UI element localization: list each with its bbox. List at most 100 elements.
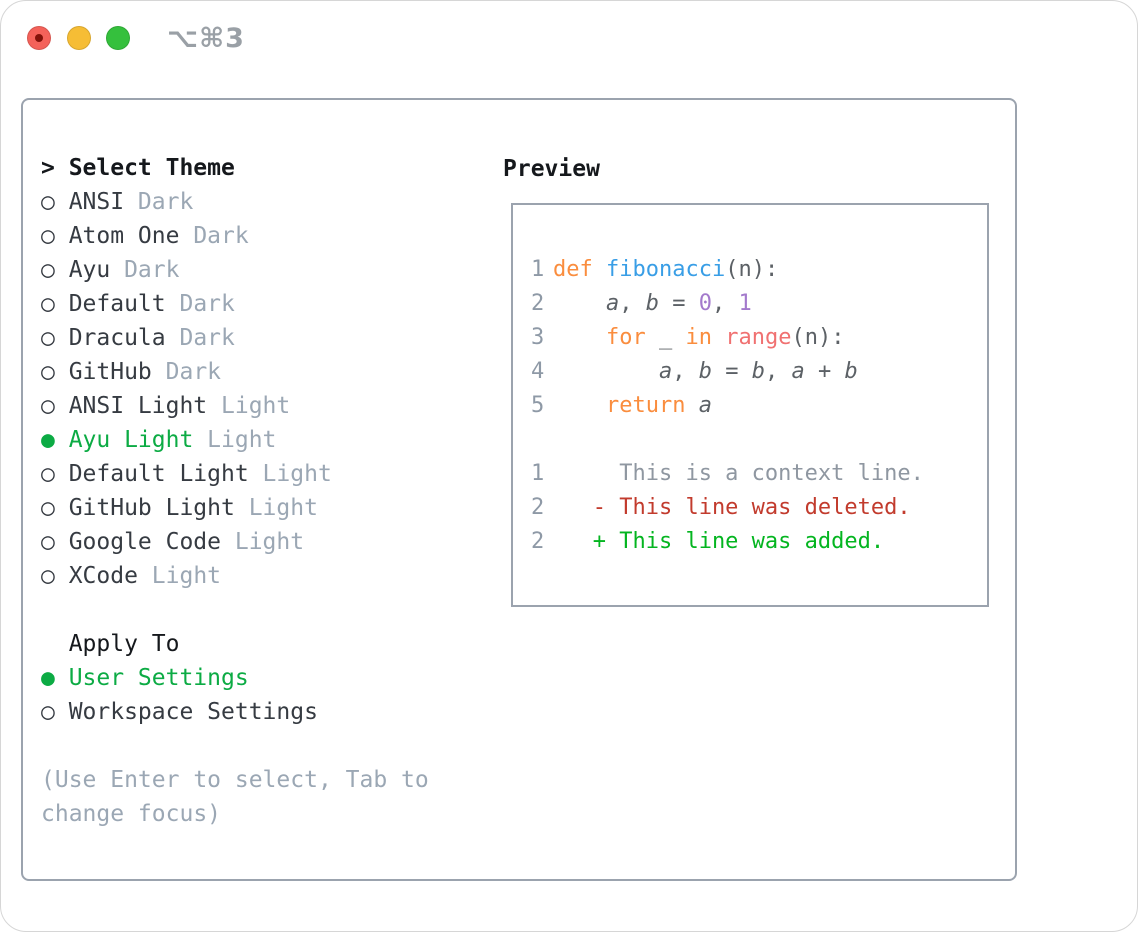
prompt-caret-icon: > [41,155,55,181]
theme-option[interactable]: ○ANSI Light Light [41,389,332,423]
theme-option[interactable]: ○XCode Light [41,559,332,593]
line-number: 1 [531,257,545,282]
radio-icon: ○ [41,359,55,385]
theme-option-variant: Dark [151,359,222,385]
theme-option[interactable]: ○Ayu Dark [41,253,332,287]
code-token-keyword: return [605,393,686,418]
code-token-number: 0 [698,291,712,316]
theme-option[interactable]: ○ GitHub Dark [41,355,332,389]
line-number: 3 [531,325,545,350]
close-button[interactable] [27,26,51,50]
code-token-var: a [791,359,805,384]
code-line: 2 + This line was added. [531,525,924,559]
code-token-var: b [751,359,765,384]
code-token-special: range [725,325,792,350]
theme-option-variant: Dark [124,189,194,215]
code-token-text: , [672,359,699,384]
theme-option-variant: Light [137,563,222,589]
code-token-text [553,325,606,350]
code-line: 2 a, b = 0, 1 [531,287,924,321]
selected-radio-icon: ● [41,427,55,453]
line-number: 2 [531,495,545,520]
code-line [531,423,924,457]
code-token-text: + [804,359,845,384]
code-token-var: b [645,291,659,316]
radio-icon: ○ [41,461,55,487]
theme-option-name: Atom One [68,223,180,249]
radio-icon: ○ [41,495,55,521]
line-number: 2 [531,291,545,316]
code-token-added: + This line was added. [553,529,885,554]
code-token-text: _ [645,325,686,350]
code-token-text [553,393,606,418]
theme-option-name: Google Code [68,529,222,555]
theme-option[interactable]: ○ Default Light Light [41,457,332,491]
theme-option[interactable]: ●Ayu Light Light [41,423,332,457]
code-token-function: fibonacci [606,257,726,282]
window-titlebar: ⌥⌘3 [1,1,1137,76]
radio-icon: ○ [41,189,55,215]
radio-icon: ○ [41,325,55,351]
theme-option[interactable]: ○ Google Code Light [41,525,332,559]
code-line: 1 This is a context line. [531,457,924,491]
code-token-text [593,257,606,282]
selected-radio-icon: ● [41,665,55,691]
radio-icon: ○ [41,393,55,419]
code-token-text [685,393,698,418]
theme-option-name: XCode [68,563,138,589]
theme-option-variant: Dark [165,325,235,351]
theme-option-name: Dracula [68,325,166,351]
code-token-text: = [711,359,752,384]
theme-option-name: Default [68,291,166,317]
hint-line-2: change focus) [41,801,222,827]
code-token-text: , [711,291,739,316]
apply-to-option-label: User Settings [68,665,249,691]
code-token-deleted: - This line was deleted. [553,495,911,520]
radio-icon: ○ [41,699,55,725]
theme-option-name: GitHub Light [68,495,235,521]
minimize-button[interactable] [67,26,91,50]
theme-list-title: Select Theme [68,155,235,181]
theme-option[interactable]: ○ Dracula Dark [41,321,332,355]
theme-option-name: Default Light [68,461,249,487]
theme-option-variant: Light [248,461,332,487]
theme-option[interactable]: ○ Default Dark [41,287,332,321]
apply-to-option[interactable]: ● User Settings [41,661,318,695]
apply-to-option[interactable]: ○ Workspace Settings [41,695,318,729]
radio-icon: ○ [41,223,55,249]
theme-option-variant: Dark [165,291,235,317]
theme-option-variant: Light [221,529,305,555]
theme-option-variant: Light [207,393,291,419]
zoom-button[interactable] [106,26,130,50]
code-token-text: (n): [725,257,779,282]
preview-title: Preview [503,156,600,182]
theme-option-variant: Dark [179,223,249,249]
code-token-text [553,359,659,384]
radio-icon: ○ [41,529,55,555]
code-line: 4 a, b = b, a + b [531,355,924,389]
apply-to-option-label: Workspace Settings [68,699,318,725]
line-number: 2 [531,529,545,554]
apply-to-section: Apply To ●User Settings○Workspace Settin… [41,627,318,729]
code-token-text [712,325,725,350]
code-token-var: a [698,393,712,418]
theme-option-name: Ayu [68,257,111,283]
main-panel: >Select Theme ○ANSI Dark○Atom One Dark○A… [21,98,1017,881]
code-token-text: (n): [791,325,845,350]
theme-option[interactable]: ○GitHub Light Light [41,491,332,525]
line-number: 1 [531,461,545,486]
code-token-text: = [658,291,699,316]
theme-option[interactable]: ○ANSI Dark [41,185,332,219]
theme-option[interactable]: ○ Atom One Dark [41,219,332,253]
record-dot-icon [35,34,43,42]
code-token-keyword: in [685,325,712,350]
code-token-text [553,291,606,316]
keyboard-hint: (Use Enter to select, Tab to change focu… [41,763,429,831]
window-title-shortcut: ⌥⌘3 [167,23,245,54]
code-token-var: a [605,291,620,316]
radio-icon: ○ [41,291,55,317]
theme-option-name: GitHub [68,359,152,385]
code-token-var: b [698,359,712,384]
